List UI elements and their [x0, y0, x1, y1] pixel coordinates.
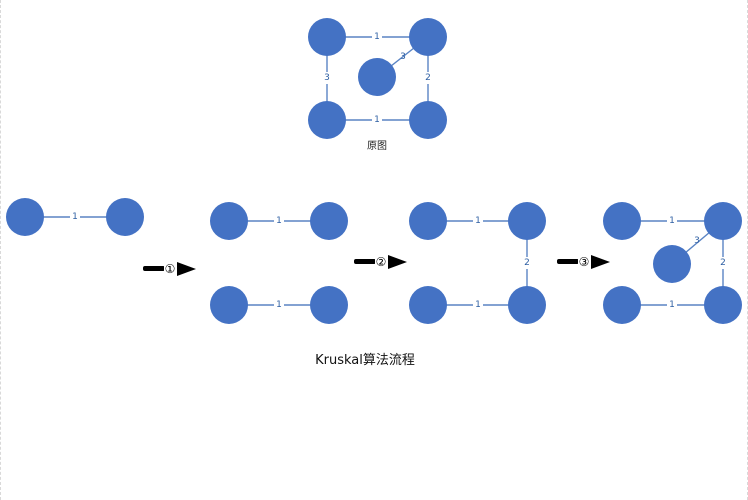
orig-weight-right: 2 [425, 73, 431, 83]
original-graph: 1 3 2 1 3 原图 [308, 18, 447, 152]
s3-node-tl [603, 202, 641, 240]
orig-node-tr [409, 18, 447, 56]
step-arrow-2-label: ② [376, 255, 387, 269]
orig-weight-bottom: 1 [374, 115, 380, 125]
step-arrow-1-label: ① [165, 262, 176, 276]
s1-node-br [310, 286, 348, 324]
step-arrow-2: ② [354, 255, 407, 269]
s2-weight-right: 2 [524, 258, 530, 268]
orig-weight-top: 1 [374, 32, 380, 42]
s1-node-bl [210, 286, 248, 324]
step-1-graph: 1 1 [210, 202, 348, 324]
s3-weight-right: 2 [720, 258, 726, 268]
orig-node-br [409, 101, 447, 139]
orig-node-bl [308, 101, 346, 139]
orig-node-center [358, 58, 396, 96]
s1-weight-bottom: 1 [276, 300, 282, 310]
s3-node-bl [603, 286, 641, 324]
s0-node-right [106, 198, 144, 236]
original-caption: 原图 [367, 140, 387, 152]
s1-weight-top: 1 [276, 216, 282, 226]
step-arrow-3-label: ③ [579, 255, 590, 269]
s2-node-bl [409, 286, 447, 324]
s1-node-tr [310, 202, 348, 240]
orig-weight-diag: 3 [400, 52, 406, 62]
step-arrow-1: ① [143, 262, 196, 276]
step-2-graph: 1 2 1 [409, 202, 546, 324]
s2-node-tr [508, 202, 546, 240]
step-3-graph: 1 3 2 1 [603, 202, 742, 324]
s2-node-br [508, 286, 546, 324]
s0-weight: 1 [72, 212, 78, 222]
s3-weight-top: 1 [669, 216, 675, 226]
s2-node-tl [409, 202, 447, 240]
s3-node-center [653, 245, 691, 283]
s3-node-br [704, 286, 742, 324]
orig-node-tl [308, 18, 346, 56]
s2-weight-top: 1 [475, 216, 481, 226]
s3-weight-bottom: 1 [669, 300, 675, 310]
diagram-title: Kruskal算法流程 [315, 353, 415, 368]
step-0-graph: 1 [6, 198, 144, 236]
step-arrow-3: ③ [557, 255, 610, 269]
s2-weight-bottom: 1 [475, 300, 481, 310]
s3-weight-diag: 3 [694, 236, 700, 246]
orig-weight-left: 3 [324, 73, 330, 83]
s3-node-tr [704, 202, 742, 240]
s0-node-left [6, 198, 44, 236]
s1-node-tl [210, 202, 248, 240]
